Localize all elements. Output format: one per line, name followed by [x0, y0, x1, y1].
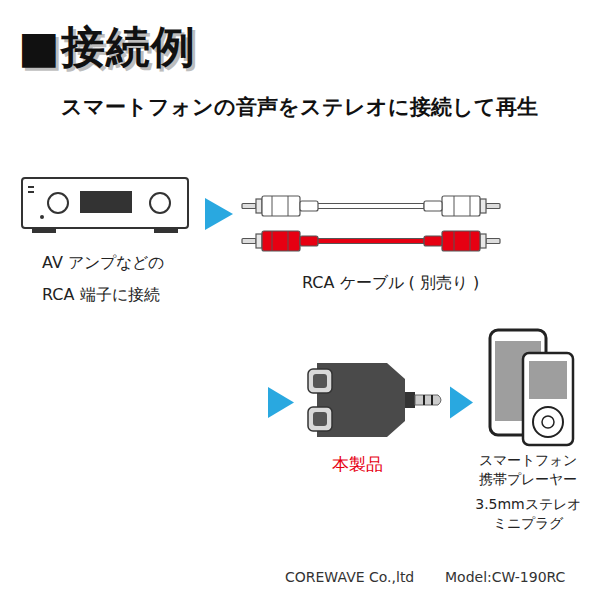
caption-box: AV アンプなどの RCA 端子に接続 — [42, 247, 184, 311]
subtitle: スマートフォンの音声をステレオに接続して再生 — [10, 93, 588, 121]
caption-box: 本製品 — [305, 453, 409, 475]
caption-box: スマートフォン 携帯プレーヤー — [448, 451, 598, 489]
smartphone-player: スマートフォン 携帯プレーヤー3.5mmステレオ ミニプラグ — [478, 325, 590, 535]
smartphone-player-illustration — [478, 325, 588, 450]
node-caption: 本製品 — [305, 453, 409, 475]
flow-arrow — [268, 387, 294, 418]
node-caption: RCA ケーブル ( 別売り ) — [302, 273, 507, 293]
flow-arrow — [450, 387, 473, 419]
node-caption: スマートフォン 携帯プレーヤー — [473, 451, 583, 489]
av-amplifier: AV アンプなどの RCA 端子に接続 — [20, 175, 198, 305]
caption-box: 3.5mmステレオ ミニプラグ — [448, 495, 598, 533]
diagram-title: ■接続例 — [18, 18, 196, 77]
adapter-product: 本製品 — [305, 355, 445, 480]
node-caption: 3.5mmステレオ ミニプラグ — [472, 495, 584, 533]
av-amplifier-illustration — [20, 175, 194, 237]
model-number: Model:CW-190RC — [445, 569, 565, 585]
rca-cable-illustration — [240, 185, 505, 255]
rca-cable: RCA ケーブル ( 別売り ) — [240, 185, 508, 300]
caption-box: RCA ケーブル ( 別売り ) — [302, 273, 507, 293]
flow-arrow — [205, 198, 233, 230]
node-caption: AV アンプなどの RCA 端子に接続 — [42, 247, 184, 311]
adapter-product-illustration — [305, 355, 445, 450]
company-name: COREWAVE Co.,ltd — [285, 569, 414, 585]
